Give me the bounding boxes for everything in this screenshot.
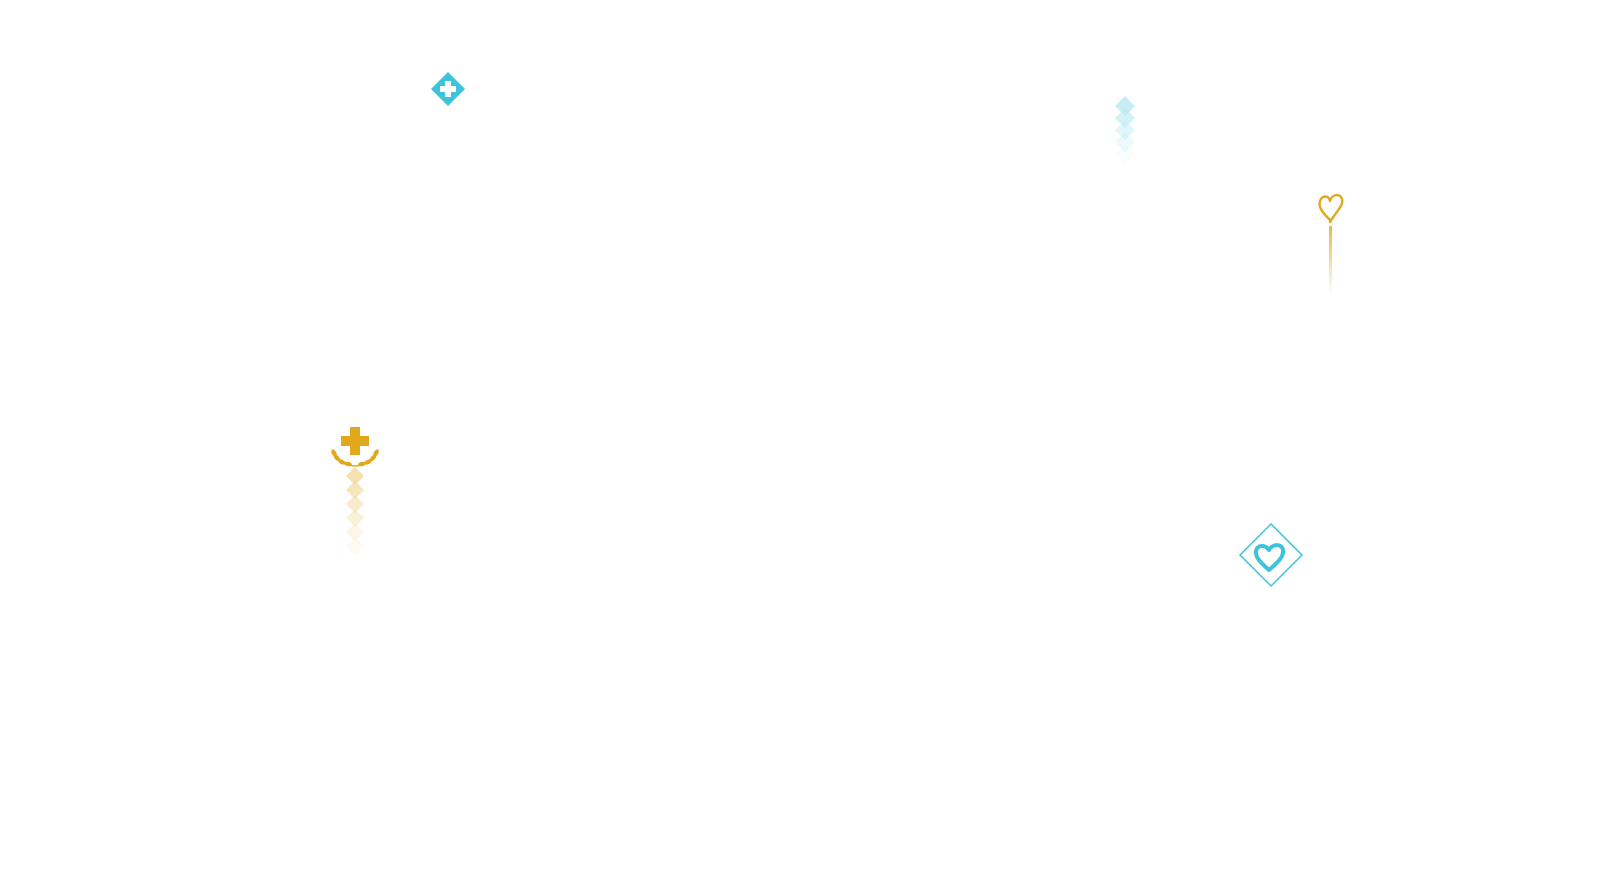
gold-laurel-cross-marker xyxy=(328,425,384,575)
gold-heart-marker xyxy=(1316,190,1350,300)
cross-diamond-icon xyxy=(431,72,465,235)
laurel-cross-icon xyxy=(331,427,379,555)
heart-diamond-icon xyxy=(1238,522,1304,697)
heart-outline-icon xyxy=(1318,193,1344,294)
cyan-heart-diamond-marker xyxy=(1236,522,1306,702)
cyan-cross-marker xyxy=(425,70,471,240)
stacked-diamonds-icon xyxy=(1115,96,1135,164)
cyan-faded-marker xyxy=(1110,94,1140,174)
